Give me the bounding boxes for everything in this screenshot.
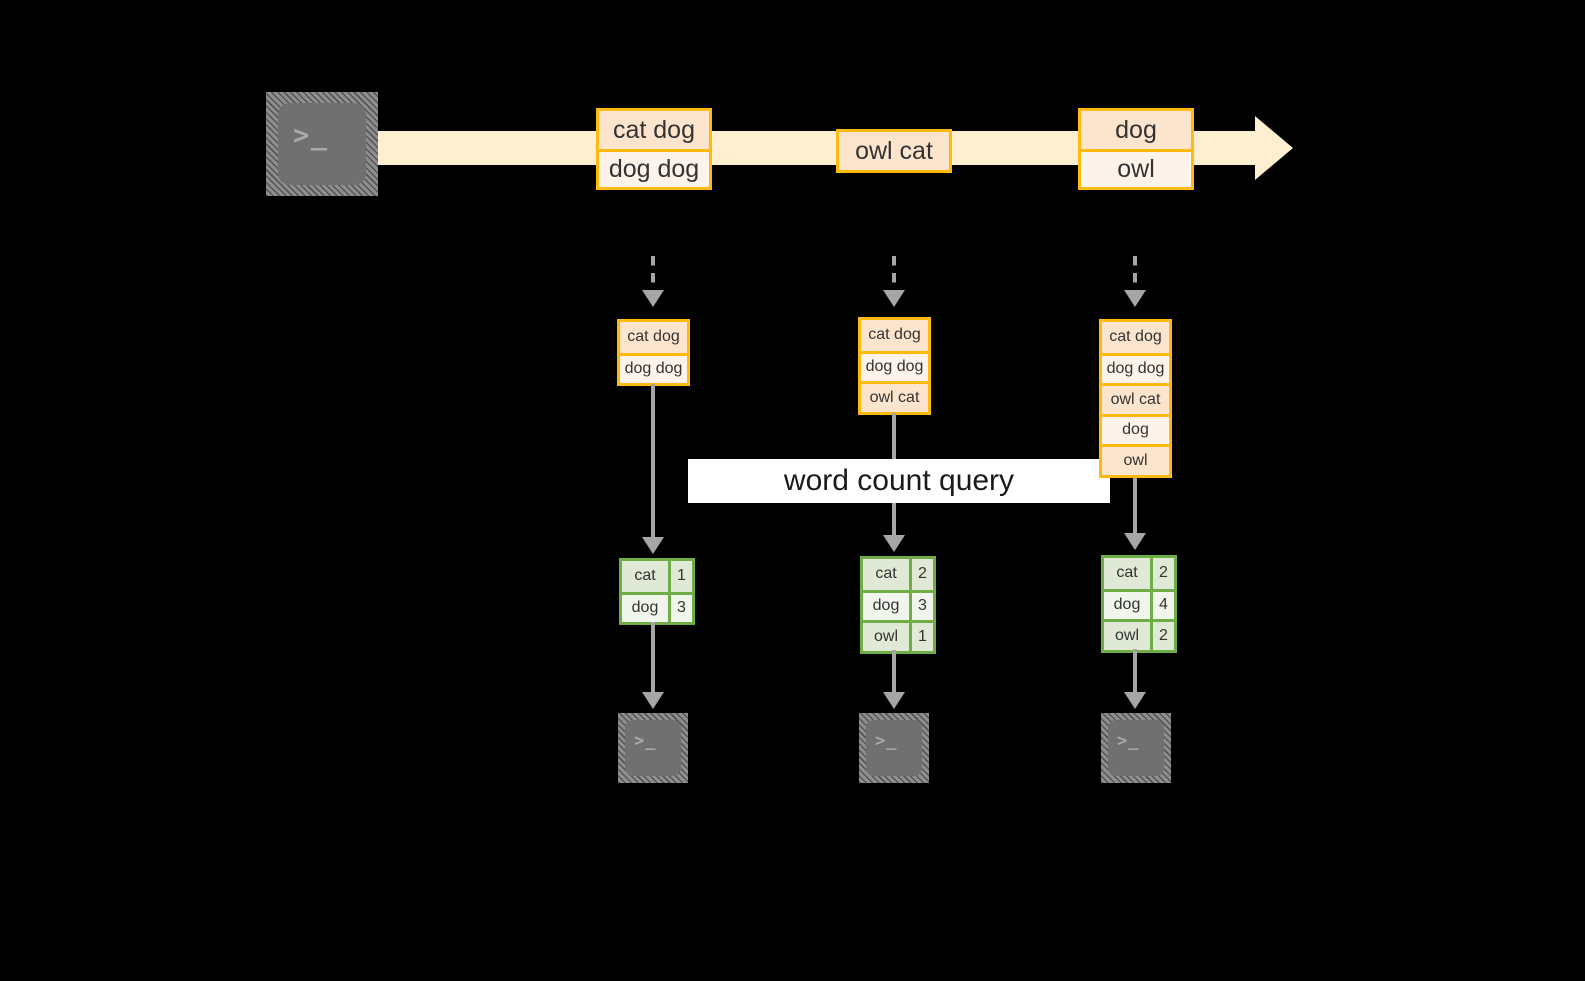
terminal-icon: >_ [875,731,898,751]
result-word: owl [1104,622,1150,650]
result-word: owl [863,623,909,651]
snapshot-record: owl cat [861,381,928,412]
snapshot-record: dog dog [620,352,687,383]
arrowhead-7 [1124,290,1146,307]
snapshot-record: cat dog [1102,322,1169,353]
snapshot-record: dog dog [861,350,928,381]
result-word: dog [863,592,909,620]
query-connector-1 [651,384,655,539]
snapshot-record: owl cat [1102,383,1169,414]
result-count: 3 [668,594,692,622]
result-count: 2 [1150,622,1174,650]
source-terminal[interactable]: >_ [266,92,378,196]
stream-group-2[interactable]: owl cat [836,129,952,173]
stream-group-1[interactable]: cat dog dog dog [596,108,712,190]
result-count: 4 [1150,591,1174,619]
result-count: 2 [909,559,933,590]
arrowhead-9 [1124,692,1146,709]
stream-record: dog dog [599,149,709,187]
result-word: dog [1104,591,1150,619]
result-word: cat [1104,558,1150,589]
terminal-screen [625,720,681,776]
terminal-screen [278,103,366,185]
stream-arrowhead [1255,116,1293,180]
dashed-connector-2 [892,256,896,292]
dashed-connector-1 [651,256,655,292]
result-count: 3 [909,592,933,620]
table-row: dog 3 [622,591,692,622]
sink-connector-2 [892,650,896,694]
result-table-1[interactable]: cat 1 dog 3 [619,558,695,625]
snapshot-record: dog dog [1102,352,1169,383]
sink-connector-3 [1133,649,1137,694]
arrowhead-1 [642,290,664,307]
arrowhead-4 [883,290,905,307]
sink-terminal-2[interactable]: >_ [859,713,929,783]
table-row: owl 1 [863,620,933,651]
snapshot-record: cat dog [861,320,928,351]
table-row: cat 2 [1104,558,1174,589]
arrowhead-2 [642,537,664,554]
stream-record: cat dog [599,111,709,149]
query-banner-label: word count query [783,464,1015,497]
snapshot-record: cat dog [620,322,687,353]
stream-record: owl [1081,149,1191,187]
dashed-connector-3 [1133,256,1137,292]
result-word: cat [863,559,909,590]
table-row: cat 2 [863,559,933,590]
sink-connector-1 [651,622,655,694]
table-row: dog 4 [1104,588,1174,619]
arrowhead-3 [642,692,664,709]
query-connector-3 [1133,470,1137,535]
result-count: 2 [1150,558,1174,589]
stream-record: dog [1081,111,1191,149]
stream-group-3[interactable]: dog owl [1078,108,1194,190]
terminal-screen [1108,720,1164,776]
result-table-2[interactable]: cat 2 dog 3 owl 1 [860,556,936,654]
stream-record: owl cat [839,132,949,170]
terminal-icon: >_ [293,120,329,151]
result-count: 1 [668,561,692,592]
terminal-screen [866,720,922,776]
result-count: 1 [909,623,933,651]
terminal-icon: >_ [634,731,657,751]
result-word: dog [622,594,668,622]
query-banner: word count query [688,459,1110,503]
terminal-icon: >_ [1117,731,1140,751]
sink-terminal-1[interactable]: >_ [618,713,688,783]
result-word: cat [622,561,668,592]
snapshot-record: owl [1102,444,1169,475]
arrowhead-5 [883,535,905,552]
snapshot-table-2[interactable]: cat dog dog dog owl cat [858,317,931,415]
snapshot-table-3[interactable]: cat dog dog dog owl cat dog owl [1099,319,1172,478]
arrowhead-6 [883,692,905,709]
snapshot-table-1[interactable]: cat dog dog dog [617,319,690,386]
result-table-3[interactable]: cat 2 dog 4 owl 2 [1101,555,1177,653]
arrowhead-8 [1124,533,1146,550]
sink-terminal-3[interactable]: >_ [1101,713,1171,783]
table-row: owl 2 [1104,619,1174,650]
table-row: cat 1 [622,561,692,592]
table-row: dog 3 [863,589,933,620]
snapshot-record: dog [1102,413,1169,444]
